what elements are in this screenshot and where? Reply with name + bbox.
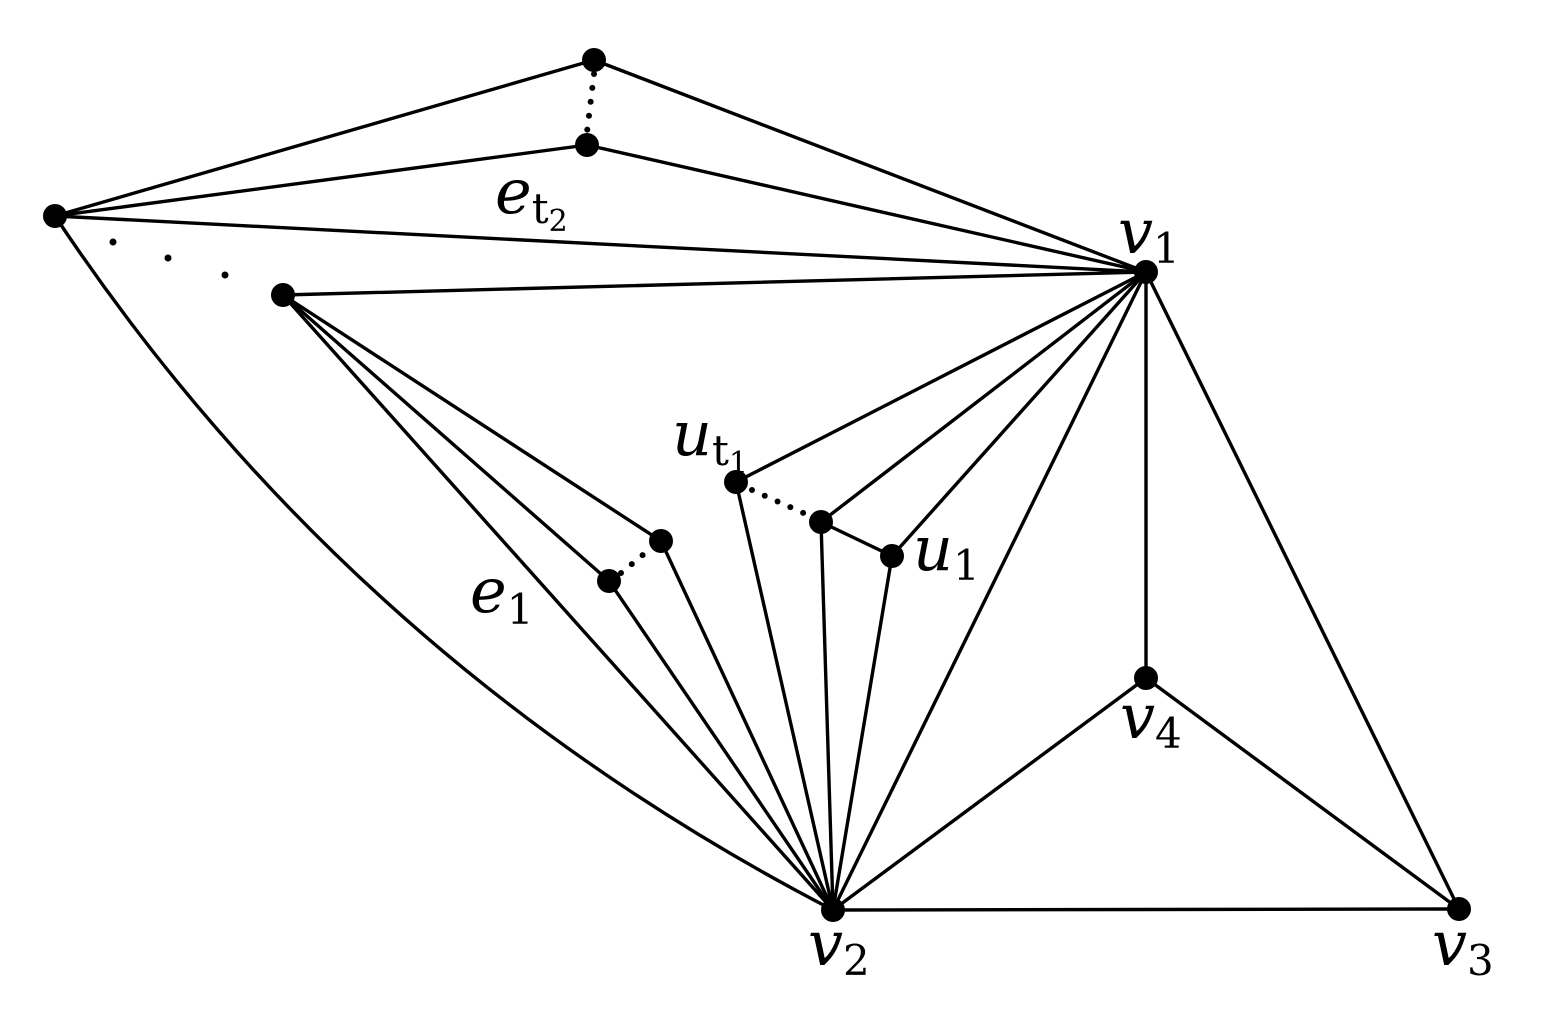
vertices	[43, 48, 1471, 922]
labels: v1 v2 v3 v4 u1 ut1 e1 et2	[470, 155, 1494, 985]
edge-v4-v3	[1144, 676, 1461, 911]
edge-umid-u1	[819, 520, 894, 558]
dot-left-3	[221, 271, 229, 279]
edge-ut1-v1	[734, 270, 1148, 484]
vertex-v3	[1447, 897, 1471, 921]
dots-e1	[618, 546, 653, 576]
edge-v1-v3	[1144, 270, 1461, 911]
edge-leftinner-v1	[281, 270, 1148, 297]
edge-ut1-v2	[734, 480, 835, 912]
edge-u1-v2	[831, 554, 894, 912]
label-u1: u1	[913, 512, 980, 590]
edge-v2-v3	[831, 907, 1461, 912]
edge-top1-v1	[592, 58, 1148, 274]
edge-umid-v2	[819, 520, 835, 912]
edge-left-v1	[53, 214, 1148, 274]
vertex-top2	[575, 133, 599, 157]
edge-leftinner-e1a	[281, 293, 663, 543]
vertex-e1b	[597, 569, 621, 593]
dots-top	[584, 71, 597, 135]
edge-v4-v2	[831, 676, 1148, 912]
label-v4: v4	[1120, 680, 1182, 758]
vertex-v2	[821, 898, 845, 922]
vertex-u1	[880, 544, 904, 568]
vertex-leftinner	[271, 283, 295, 307]
edge-top2-v1	[585, 143, 1148, 274]
vertex-ut1	[724, 470, 748, 494]
edge-leftinner-e1b	[281, 293, 611, 583]
dotted-connectors	[109, 71, 813, 576]
vertex-left	[43, 204, 67, 228]
edge-v1-v2	[831, 270, 1148, 912]
vertex-v1	[1134, 260, 1158, 284]
label-v2: v2	[808, 907, 870, 985]
vertex-top1	[582, 48, 606, 72]
vertex-umid	[809, 510, 833, 534]
dots-u	[749, 487, 813, 519]
dot-left-2	[164, 254, 172, 262]
edge-e1a-v2	[659, 539, 835, 912]
edge-umid-v1	[819, 270, 1148, 524]
edge-left-top1	[53, 58, 596, 218]
label-ut1: ut1	[672, 397, 748, 481]
edge-e1b-v2	[607, 579, 835, 912]
vertex-v4	[1134, 666, 1158, 690]
label-e1: e1	[470, 554, 533, 634]
edge-u1-v1	[890, 270, 1148, 558]
edge-left-v2-curve	[53, 214, 835, 912]
label-et2: et2	[495, 155, 568, 239]
label-v3: v3	[1432, 907, 1494, 985]
edges	[53, 58, 1461, 912]
dot-left-1	[109, 238, 117, 246]
label-v1: v1	[1118, 195, 1180, 273]
vertex-e1a	[649, 529, 673, 553]
edge-leftinner-v2	[281, 293, 835, 912]
edge-left-top2	[53, 143, 589, 218]
